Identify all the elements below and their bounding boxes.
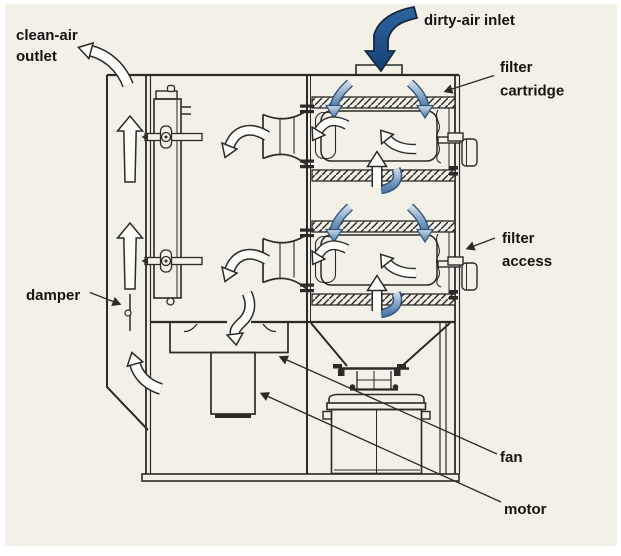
door-clamp (141, 249, 203, 273)
label-line: cartridge (500, 83, 564, 100)
filter-access-label: filter access (502, 230, 552, 270)
leader-motor (259, 392, 502, 503)
base-plate (141, 473, 460, 482)
dirty-air-inlet-label: dirty-air inlet (424, 12, 515, 29)
duct-entry-arrow (126, 351, 164, 395)
label-line: filter (500, 59, 533, 76)
access-door (141, 84, 203, 306)
dust-drum (322, 393, 431, 475)
discharge-spool (349, 371, 399, 391)
leader-fan (278, 355, 498, 455)
cabinet-structure (106, 64, 461, 482)
hopper (310, 322, 451, 376)
damper-label: damper (26, 287, 80, 304)
damper-symbol (124, 294, 132, 331)
downflow-to-fan-arrow (225, 290, 256, 347)
clean-air-outlet-label: clean-air outlet (16, 27, 78, 65)
door-clamp (141, 125, 203, 149)
label-line: filter (502, 230, 535, 247)
leader-filter-cartridge (443, 74, 495, 94)
leader-filter-access (465, 237, 496, 251)
label-line: outlet (16, 48, 57, 65)
dirty-air-inlet-arrow (363, 5, 419, 73)
label-line: access (502, 253, 552, 270)
motor (210, 351, 256, 418)
filter-cartridge-label: filter cartridge (500, 59, 564, 100)
label-line: clean-air (16, 27, 78, 44)
motor-label: motor (504, 501, 547, 518)
leader-damper (89, 291, 122, 306)
clean-air-exit-arrow (77, 41, 134, 88)
fan-label: fan (500, 449, 523, 466)
